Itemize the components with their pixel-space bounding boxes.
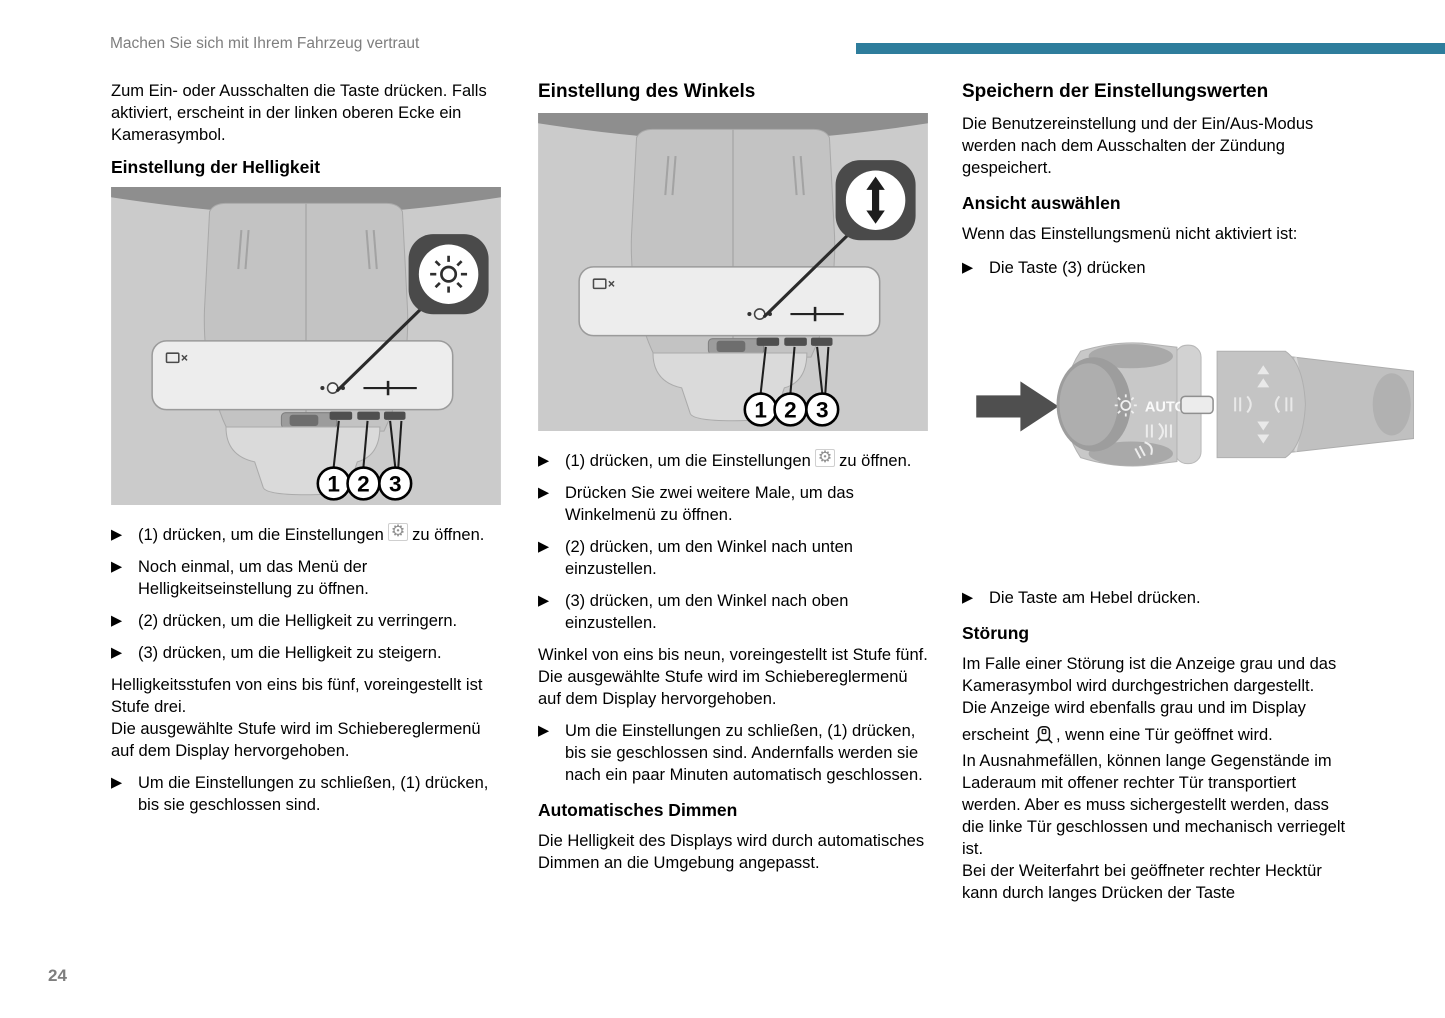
mirror-brightness-illustration: 1 2 3 — [109, 185, 503, 507]
door-open-icon — [1035, 725, 1053, 744]
bullet-arrow-icon: ▶ — [538, 723, 550, 739]
instruction-item: ▶ Noch einmal, um das Menü der Helligkei… — [111, 558, 369, 598]
instruction-item: ▶ (2) drücken, um die Helligkeit zu verr… — [111, 612, 458, 630]
bullet-arrow-icon: ▶ — [962, 590, 974, 606]
save-paragraph: Die Benutzereinstellung und der Ein/Aus-… — [962, 115, 1314, 177]
instruction-item: ▶ (3) drücken, um die Helligkeit zu stei… — [111, 644, 442, 662]
sidelights-sun-icon — [1114, 394, 1137, 417]
light-stalk-illustration: AUTO — [962, 293, 1415, 574]
gear-icon: ⚙ — [814, 449, 836, 467]
svg-text:1: 1 — [327, 472, 340, 497]
bullet-arrow-icon: ▶ — [538, 453, 550, 469]
figure-mirror-angle: 1 2 3 — [536, 111, 931, 436]
instruction-item: ▶ Um die Einstellungen zu schließen, (1)… — [111, 774, 489, 814]
heading-angle: Einstellung des Winkels — [538, 81, 756, 102]
high-beam-icon — [1134, 441, 1153, 459]
figure-number-labels: 1 2 3 — [316, 466, 413, 501]
bullet-arrow-icon: ▶ — [111, 775, 123, 791]
fault-paragraph-1: Im Falle einer Störung ist die Anzeige g… — [962, 655, 1337, 717]
auto-label: AUTO — [1145, 399, 1186, 415]
column-middle: Einstellung des Winkels 1 2 3 ▶ — [536, 80, 931, 884]
figure-mirror-brightness: 1 2 3 — [109, 185, 504, 510]
figure-light-stalk: AUTO — [962, 293, 1415, 579]
page-number: 24 — [48, 966, 67, 985]
bullet-arrow-icon: ▶ — [111, 645, 123, 661]
dimming-paragraph: Die Helligkeit des Displays wird durch a… — [538, 832, 925, 872]
instruction-item: ▶ Die Taste (3) drücken — [962, 259, 1146, 277]
levels-note: Winkel von eins bis neun, voreingestellt… — [538, 646, 928, 708]
fog-light-icons — [1234, 395, 1293, 414]
bullet-arrow-icon: ▶ — [111, 559, 123, 575]
view-paragraph: Wenn das Einstellungsmenü nicht aktivier… — [962, 225, 1298, 243]
column-right: Speichern der Einstellungswerten Die Ben… — [962, 80, 1415, 914]
fault-icon-line: erscheint, wenn eine Tür geöffnet wird. — [962, 723, 1355, 746]
svg-text:3: 3 — [816, 398, 829, 423]
low-beam-icon — [1145, 422, 1172, 441]
heading-select-view: Ansicht auswählen — [962, 193, 1121, 213]
svg-text:1: 1 — [754, 398, 767, 423]
bullet-arrow-icon: ▶ — [962, 260, 974, 276]
running-header: Machen Sie sich mit Ihrem Fahrzeug vertr… — [110, 35, 420, 52]
instruction-item: ▶ (1) drücken, um die Einstellungen⚙zu ö… — [111, 523, 485, 544]
heading-brightness: Einstellung der Helligkeit — [111, 157, 321, 177]
bullet-arrow-icon: ▶ — [111, 613, 123, 629]
push-arrow-icon — [976, 381, 1059, 432]
svg-text:2: 2 — [357, 472, 370, 497]
headlight-beam-arrows — [1257, 365, 1270, 444]
lever-button — [1180, 395, 1214, 415]
fault-paragraph-2: In Ausnahmefällen, können lange Gegenstä… — [962, 752, 1346, 902]
bullet-arrow-icon: ▶ — [538, 593, 550, 609]
instruction-item: ▶ (1) drücken, um die Einstellungen⚙zu ö… — [538, 449, 912, 470]
instruction-item: ▶ (2) drücken, um den Winkel nach unten … — [538, 538, 853, 578]
bullet-arrow-icon: ▶ — [538, 485, 550, 501]
figure-number-labels: 1 2 3 — [743, 392, 840, 427]
brightness-sun-icon — [430, 255, 468, 293]
instruction-item: ▶ Drücken Sie zwei weitere Male, um das … — [538, 484, 854, 524]
heading-auto-dimming: Automatisches Dimmen — [538, 800, 738, 820]
bullet-arrow-icon: ▶ — [111, 527, 123, 543]
bullet-arrow-icon: ▶ — [538, 539, 550, 555]
heading-fault: Störung — [962, 623, 1030, 643]
instruction-item: ▶ Die Taste am Hebel drücken. — [962, 589, 1201, 607]
up-down-arrow-icon — [866, 176, 885, 224]
levels-note: Helligkeitsstufen von eins bis fünf, vor… — [111, 676, 483, 760]
intro-paragraph: Zum Ein- oder Ausschalten die Taste drüc… — [111, 82, 487, 144]
mirror-angle-illustration: 1 2 3 — [536, 111, 930, 433]
gear-icon: ⚙ — [387, 523, 409, 541]
instruction-item: ▶ Um die Einstellungen zu schließen, (1)… — [538, 722, 923, 784]
svg-text:2: 2 — [784, 398, 797, 423]
column-left: Zum Ein- oder Ausschalten die Taste drüc… — [109, 80, 504, 826]
svg-text:3: 3 — [389, 472, 402, 497]
heading-save-settings: Speichern der Einstellungswerten — [962, 81, 1269, 102]
accent-rule — [856, 43, 1445, 54]
instruction-item: ▶ (3) drücken, um den Winkel nach oben e… — [538, 592, 849, 632]
